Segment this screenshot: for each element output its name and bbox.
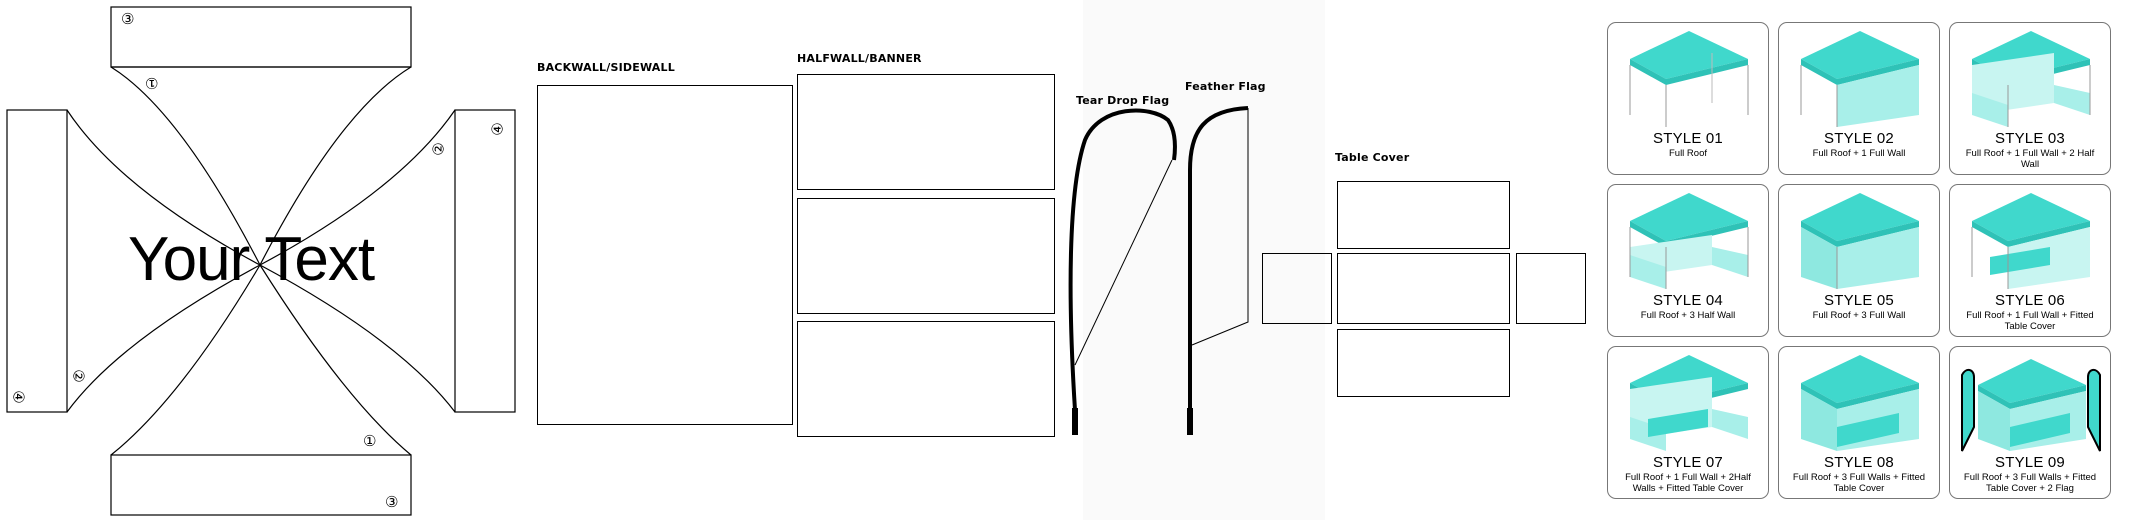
tent-walls-table-flags-icon <box>1961 359 2101 452</box>
table-cover-right <box>1516 253 1586 324</box>
table-cover-label: Table Cover <box>1335 151 1410 164</box>
style-card[interactable]: STYLE 01 Full Roof <box>1607 22 1769 175</box>
table-cover-left <box>1262 253 1332 324</box>
tent-half-walls-icon <box>1972 31 2091 127</box>
style-description: Full Roof + 1 Full Wall + Fitted Table C… <box>1966 310 2094 332</box>
style-card[interactable]: STYLE 02 Full Roof + 1 Full Wall <box>1778 22 1940 175</box>
halfwall-label: HALFWALL/BANNER <box>797 52 922 65</box>
style-description: Full Roof <box>1668 148 1707 159</box>
style-description: Full Roof + 3 Full Wall <box>1812 310 1906 321</box>
panel-number: ④ <box>488 122 507 136</box>
style-description: Full Roof + 3 Full Walls + Fitted Table … <box>1792 472 1926 494</box>
bottom-right-curve <box>259 264 412 456</box>
canopy-center-text: Your Text <box>128 225 375 294</box>
style-card[interactable]: STYLE 05 Full Roof + 3 Full Wall <box>1778 184 1940 337</box>
style-title: STYLE 05 <box>1824 292 1894 309</box>
panel-number: ① <box>363 432 377 450</box>
style-title: STYLE 09 <box>1995 454 2065 471</box>
panel-number: ② <box>429 142 448 156</box>
tent-half-walls-table-icon <box>1630 355 1748 451</box>
style-card[interactable]: STYLE 04 Full Roof + 3 Half Wall <box>1607 184 1769 337</box>
halfwall-panel <box>797 74 1055 190</box>
style-title: STYLE 04 <box>1653 292 1723 309</box>
halfwall-panel <box>797 321 1055 437</box>
left-top-curve <box>66 109 261 266</box>
tent-one-wall-icon <box>1800 31 1919 127</box>
teardrop-flag-base <box>1072 408 1078 435</box>
panel-number: ③ <box>121 10 135 28</box>
tent-three-half-walls-icon <box>1629 193 1749 289</box>
panel-number: ② <box>69 369 88 383</box>
table-cover-back <box>1337 181 1510 249</box>
style-card[interactable]: STYLE 09 Full Roof + 3 Full Walls + Fitt… <box>1949 346 2111 499</box>
style-title: STYLE 03 <box>1995 130 2065 147</box>
right-top-curve <box>259 109 456 266</box>
bottom-valance <box>110 454 412 516</box>
style-description: Full Roof + 3 Half Wall <box>1640 310 1736 321</box>
left-valance <box>6 109 68 413</box>
canopy-outline-drawing <box>6 6 516 516</box>
style-card[interactable]: STYLE 08 Full Roof + 3 Full Walls + Fitt… <box>1778 346 1940 499</box>
style-card[interactable]: STYLE 07 Full Roof + 1 Full Wall + 2Half… <box>1607 346 1769 499</box>
backwall-panel <box>537 85 793 425</box>
panel-number: ④ <box>9 390 28 404</box>
panel-number: ① <box>145 74 159 92</box>
right-bottom-curve <box>259 264 456 413</box>
style-title: STYLE 02 <box>1824 130 1894 147</box>
backwall-label: BACKWALL/SIDEWALL <box>537 61 675 74</box>
panel-number: ③ <box>385 493 399 511</box>
table-cover-top <box>1337 253 1510 324</box>
style-title: STYLE 01 <box>1653 130 1723 147</box>
tent-three-full-walls-icon <box>1801 193 1919 289</box>
right-valance <box>454 109 516 413</box>
left-bottom-curve <box>66 264 261 413</box>
teardrop-flag-label: Tear Drop Flag <box>1076 94 1170 107</box>
style-title: STYLE 07 <box>1653 454 1723 471</box>
style-card[interactable]: STYLE 03 Full Roof + 1 Full Wall + 2 Hal… <box>1949 22 2111 175</box>
style-description: Full Roof + 1 Full Wall + 2Half Walls + … <box>1625 472 1751 494</box>
top-valance <box>110 6 412 68</box>
bottom-left-curve <box>110 264 261 456</box>
style-description: Full Roof + 1 Full Wall <box>1812 148 1906 159</box>
style-card[interactable]: STYLE 06 Full Roof + 1 Full Wall + Fitte… <box>1949 184 2111 337</box>
tent-full-roof-icon <box>1629 31 1749 127</box>
tent-table-cover-icon <box>1971 193 2090 289</box>
style-description: Full Roof + 1 Full Wall + 2 Half Wall <box>1965 148 2095 170</box>
style-options-grid: STYLE 01 Full Roof STYLE 02 Full Roof + … <box>1607 15 2127 507</box>
top-left-curve <box>110 66 261 266</box>
halfwall-panel <box>797 198 1055 314</box>
style-title: STYLE 06 <box>1995 292 2065 309</box>
style-title: STYLE 08 <box>1824 454 1894 471</box>
feather-flag-label: Feather Flag <box>1185 80 1266 93</box>
tent-full-walls-table-icon <box>1801 355 1919 451</box>
style-description: Full Roof + 3 Full Walls + Fitted Table … <box>1963 472 2097 494</box>
top-right-curve <box>259 66 412 266</box>
table-cover-front <box>1337 329 1510 397</box>
